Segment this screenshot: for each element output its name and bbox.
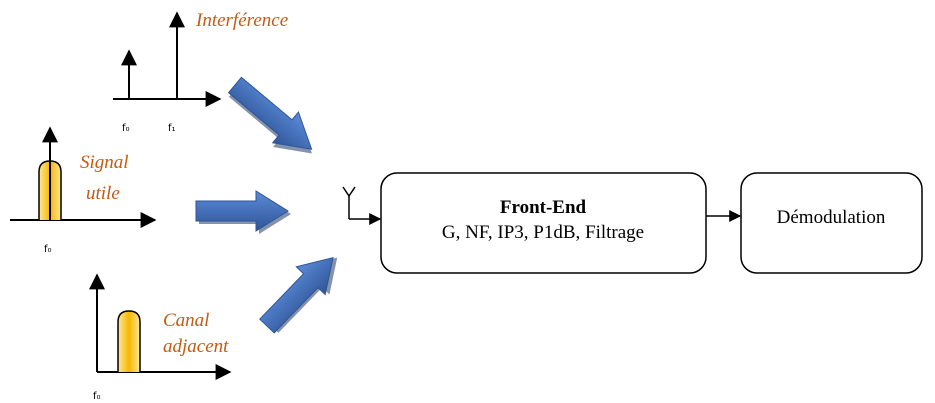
adjacent-channel-spectrum: Canal adjacent f₀ bbox=[89, 273, 232, 402]
interference-f0-label: f₀ bbox=[122, 123, 130, 134]
adjacent-f0-label: f₀ bbox=[93, 391, 101, 402]
adjacent-label-line1: Canal bbox=[163, 310, 209, 331]
interference-spectrum: Interférence f₀ f₁ bbox=[113, 10, 288, 134]
signal-label-line2: utile bbox=[86, 183, 120, 204]
interference-f1-label: f₁ bbox=[168, 123, 176, 134]
demodulation-block: Démodulation bbox=[740, 172, 923, 274]
input-arrows bbox=[195, 76, 338, 334]
front-end-block: Front-End G, NF, IP3, P1dB, Filtrage bbox=[380, 172, 707, 274]
signal-blue-arrow bbox=[195, 190, 291, 234]
adjacent-blue-arrow bbox=[259, 256, 338, 334]
interference-label: Interférence bbox=[195, 10, 288, 31]
front-end-title: Front-End bbox=[500, 197, 587, 218]
adjacent-channel-band bbox=[117, 310, 141, 372]
front-end-params: G, NF, IP3, P1dB, Filtrage bbox=[442, 222, 644, 243]
antenna-icon bbox=[342, 186, 382, 225]
adjacent-label-line2: adjacent bbox=[163, 336, 229, 357]
useful-signal-spectrum: Signal utile f₀ bbox=[10, 126, 157, 255]
demodulation-label: Démodulation bbox=[777, 207, 886, 228]
interference-blue-arrow bbox=[227, 76, 313, 154]
signal-f0-label: f₀ bbox=[44, 244, 52, 255]
signal-label-line1: Signal bbox=[80, 152, 129, 173]
